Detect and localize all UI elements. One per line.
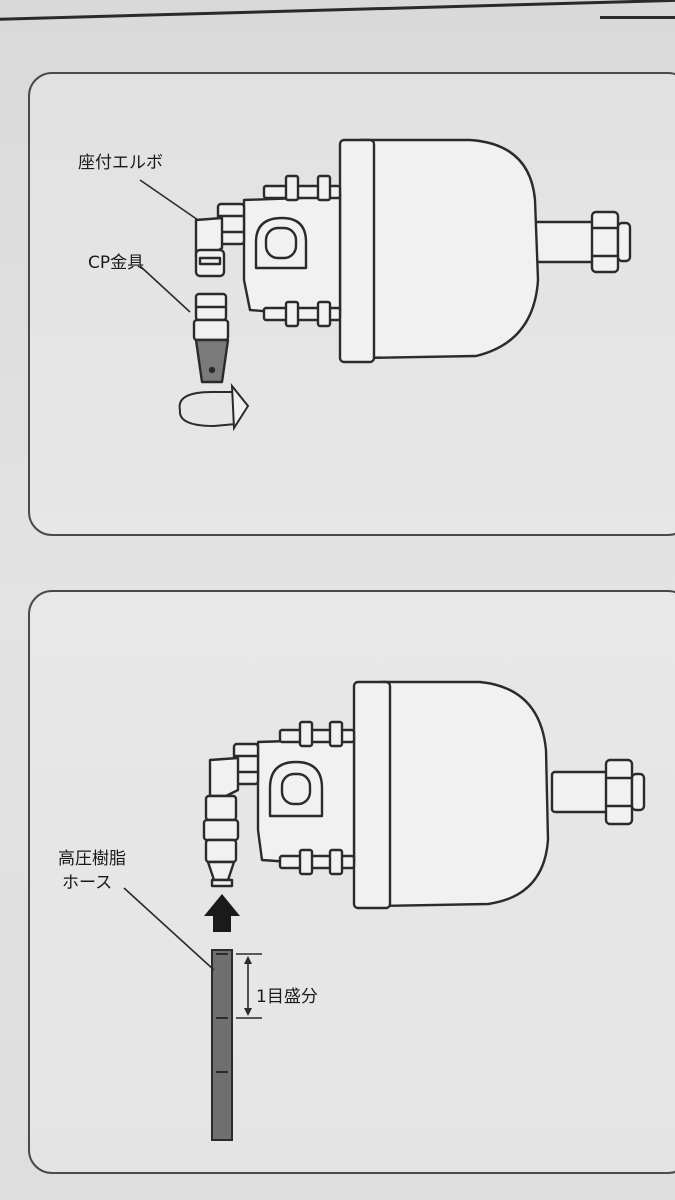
elbow-label: 座付エルボ [78,153,163,173]
up-arrow-icon [204,894,240,932]
pump-shaft [528,220,602,264]
hose-label-line-2: ホース [62,873,113,893]
pump-flange [338,138,376,364]
step-panel-2 [28,590,675,1174]
hose-leader [123,887,215,971]
hydraulic-pump-diagram-1 [139,138,632,432]
elbow-leader [139,179,199,221]
high-pressure-resin-hose [211,949,233,1141]
graduation-label: 1目盛分 [256,987,318,1007]
cp-leader [139,265,191,313]
cp-fitting-barb [194,338,230,384]
curved-rotate-arrow-icon [178,391,232,411]
cp-fitting-label: CP金具 [88,253,145,273]
graduation-dimension [236,953,262,1019]
shaft-nut [590,210,620,274]
hydraulic-pump-diagram-2 [123,680,646,1141]
header-rule-corner [600,0,675,19]
pump-body [346,138,540,360]
hose-label-line-1: 高圧樹脂 [58,849,126,869]
